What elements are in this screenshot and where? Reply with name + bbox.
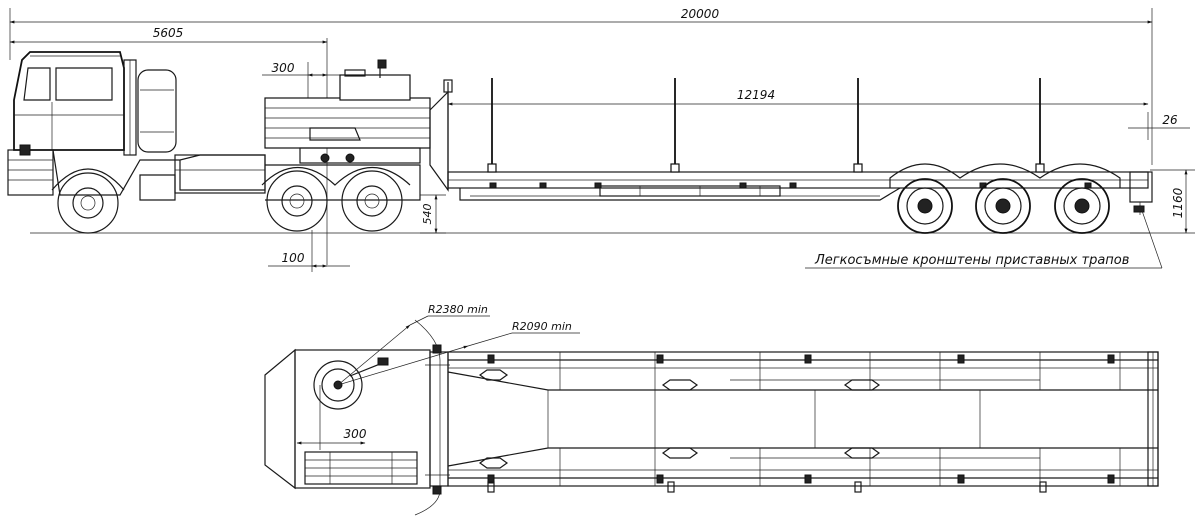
dim-kingpin-offset-label: 300 [344, 427, 367, 441]
side-view: 20000 5605 300 12194 26 [7, 7, 1195, 272]
tractor-front-plate [264, 348, 296, 490]
dim-fifth-wheel-label: 300 [272, 61, 295, 75]
dimension-total-length: 20000 [9, 7, 1153, 165]
dimension-tractor-length: 5605 [9, 26, 328, 265]
trailer-fender [889, 163, 1121, 188]
dim-radius-outer-label: R2380 min [428, 303, 488, 316]
ramp-note-label: Легкосъмные кронштены приставных трапов [814, 253, 1129, 268]
dim-axle-offset-label: 100 [282, 251, 305, 265]
tractor-rear-wheel-2 [341, 170, 403, 232]
top-view: R2380 min R2090 min 300 [264, 303, 1159, 516]
stanchion-group [487, 78, 1045, 173]
trailer-wheel-2 [975, 178, 1031, 234]
ramp-note-callout: Легкосъмные кронштены приставных трапов [805, 204, 1163, 269]
stanchion [487, 78, 497, 173]
dim-rear-overhang-label: 26 [1162, 113, 1178, 127]
stake-pockets [487, 354, 1115, 493]
stanchion [853, 78, 863, 173]
tractor-rear-wheel-1 [266, 170, 328, 232]
stanchion [670, 78, 680, 173]
dim-tractor-length-label: 5605 [153, 26, 184, 40]
gooseneck-hinges [425, 344, 450, 495]
dimension-radius-inner: R2090 min [337, 320, 580, 386]
gooseneck-equipment [264, 59, 453, 192]
tractor-cab [7, 51, 421, 201]
dim-rear-height-label: 1160 [1171, 187, 1185, 218]
dim-total-length-label: 20000 [681, 7, 720, 21]
dim-front-height-label: 540 [421, 204, 434, 225]
gooseneck-top [429, 351, 449, 487]
dimension-front-height: 540 [420, 194, 446, 234]
stanchion [1035, 78, 1045, 173]
trailer-deck-top [447, 351, 1159, 487]
dimension-axle-offset: 100 [268, 230, 350, 272]
dimension-rear-overhang: 26 [1128, 112, 1190, 140]
deck-brackets [489, 182, 1092, 189]
tractor-toolbox [304, 451, 418, 485]
dimension-radius-outer: R2380 min [337, 303, 490, 516]
dimension-kingpin-offset: 300 [296, 385, 367, 450]
fifth-wheel [313, 357, 389, 410]
trailer-wheel-1 [897, 178, 953, 234]
tractor-front-wheel [51, 168, 125, 234]
trailer-deck [447, 171, 1153, 215]
dim-radius-inner-label: R2090 min [512, 320, 572, 333]
trailer-wheel-3 [1054, 178, 1110, 234]
dim-deck-length-label: 12194 [737, 88, 775, 102]
dimension-deck-length: 12194 [447, 82, 1149, 175]
tractor-fender [261, 166, 411, 186]
